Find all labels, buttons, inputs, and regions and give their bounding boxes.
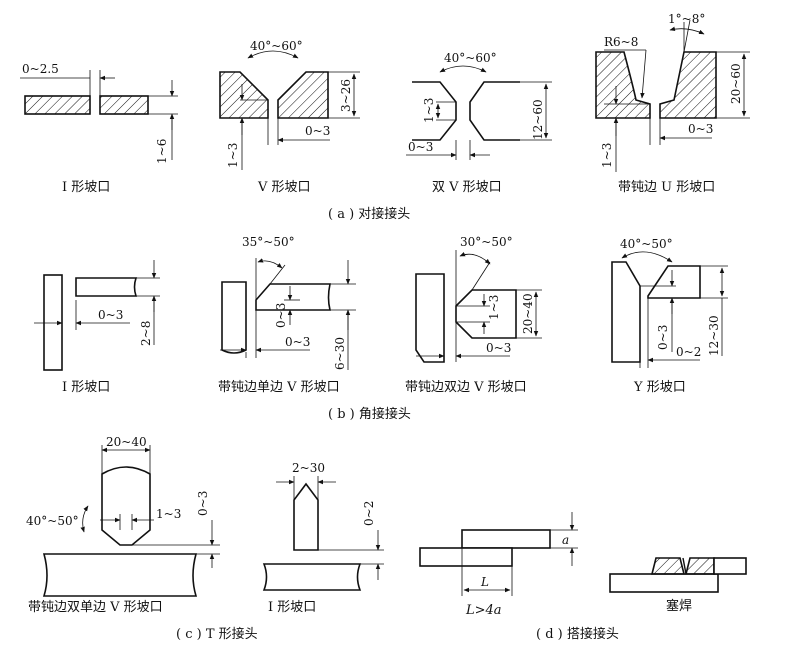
weld-right (684, 557, 715, 575)
dim-angle: 40°~50° (620, 237, 673, 251)
plate-upper-end (713, 557, 747, 575)
dim-angle: 40°~50° (26, 514, 79, 528)
dim-root-face: 1~3 (422, 98, 436, 123)
dim-angle: 30°~50° (460, 235, 513, 249)
corner-y-groove: 40°~50° 0~3 0~2 12~30 Y 形坡口 (611, 237, 728, 395)
dim-gap: 0~3 (408, 140, 433, 154)
dim-thickness: 6~30 (333, 337, 347, 370)
caption: V 形坡口 (257, 180, 311, 195)
dim-width: 20~40 (106, 435, 147, 449)
caption: 带钝边双边 V 形坡口 (405, 380, 527, 395)
dim-gap: 0~3 (305, 124, 330, 138)
dim-angle: 1°~8° (668, 12, 705, 26)
caption: 塞焊 (666, 598, 692, 614)
caption: I 形坡口 (62, 180, 110, 195)
plate-vertical (415, 273, 445, 363)
plate-left (595, 51, 651, 119)
base-plate (42, 553, 198, 597)
caption: Y 形坡口 (633, 380, 686, 395)
plate-right (469, 81, 520, 141)
dim-width: 2~30 (292, 461, 325, 475)
dim-radius: R6~8 (604, 35, 638, 49)
butt-u-groove: R6~8 1°~8° 20~60 1~3 0~3 带钝边 U 形坡口 (595, 12, 750, 195)
dim-gap: 0~3 (98, 308, 123, 322)
dim-root-face: 1~3 (600, 143, 614, 168)
tee-k-groove: 20~40 40°~50° 1~3 0~3 带钝边双单边 V 形坡口 (26, 435, 220, 615)
web-plate (101, 466, 151, 546)
dim-overlap-l: L (480, 575, 489, 589)
plate-left (219, 71, 269, 119)
caption: 带钝边单边 V 形坡口 (218, 380, 340, 395)
corner-single-v: 35°~50° 0~3 0~3 6~30 带钝边单边 V 形坡口 (218, 235, 356, 395)
caption: 带钝边 U 形坡口 (618, 180, 715, 195)
dim-angle: 35°~50° (242, 235, 295, 249)
plate-vertical (43, 274, 63, 371)
plate-right (277, 71, 329, 119)
plate-right (659, 51, 717, 119)
dim-thickness: 12~60 (531, 99, 545, 140)
dim-gap: 0~2 (676, 345, 701, 359)
plate-vertical (611, 261, 641, 363)
plate-horizontal (75, 277, 138, 297)
lap-joint: a L L>4a (419, 512, 578, 618)
butt-x-groove: 40°~60° 1~3 12~60 0~3 双 V 形坡口 (406, 51, 552, 195)
butt-v-groove: 40°~60° 3~26 1~3 0~3 V 形坡口 (219, 39, 360, 195)
dim-gap: 0~3 (196, 491, 210, 516)
dim-thickness: 3~26 (339, 79, 353, 112)
caption: I 形坡口 (268, 600, 316, 615)
plate-lower (419, 547, 513, 567)
dim-thickness-a: a (562, 533, 569, 547)
tee-i-groove: 2~30 0~2 I 形坡口 (262, 461, 384, 615)
plate-left (412, 81, 457, 141)
caption: 双 V 形坡口 (432, 180, 502, 195)
dim-thickness: 20~40 (521, 293, 535, 334)
dim-root-face: 0~3 (656, 325, 670, 350)
section-label-d: ( d ) 搭接接头 (536, 626, 619, 642)
dim-root-face: 1~3 (487, 295, 501, 320)
dim-gap: 0~2 (362, 501, 376, 526)
plate-horizontal (455, 289, 517, 339)
plate-horizontal (255, 283, 332, 311)
plate-upper (461, 529, 551, 549)
web-plate (293, 482, 319, 551)
caption: I 形坡口 (62, 380, 110, 395)
section-label-c: ( c ) T 形接头 (176, 626, 258, 642)
dim-angle: 40°~60° (444, 51, 497, 65)
dim-gap: 0~2.5 (22, 62, 59, 76)
lap-rule: L>4a (465, 603, 502, 618)
dim-thickness: 20~60 (729, 63, 743, 104)
dim-root-face: 0~3 (274, 303, 288, 328)
caption: 带钝边双单边 V 形坡口 (28, 600, 163, 615)
corner-double-v: 30°~50° 1~3 20~40 0~3 带钝边双边 V 形坡口 (405, 235, 542, 395)
base-plate (262, 563, 362, 591)
plug-weld: 塞焊 (609, 557, 747, 614)
butt-i-groove: 0~2.5 1~6 I 形坡口 (20, 62, 178, 195)
dim-thickness: 2~8 (139, 321, 153, 346)
dim-angle: 40°~60° (250, 39, 303, 53)
dim-root-face: 1~3 (156, 507, 181, 521)
plate-right (99, 95, 149, 115)
section-label-a: ( a ) 对接接头 (328, 206, 410, 222)
corner-i-groove: 0~3 2~8 I 形坡口 (34, 260, 160, 395)
plate-horizontal (647, 265, 701, 299)
dim-gap: 0~3 (285, 335, 310, 349)
plate-lower (609, 573, 719, 593)
weld-left (650, 557, 686, 575)
dim-thickness: 1~6 (155, 139, 169, 164)
plate-vertical (221, 281, 247, 354)
section-label-b: ( b ) 角接接头 (328, 406, 411, 422)
dim-thickness: 12~30 (707, 315, 721, 356)
plate-left (24, 95, 91, 115)
dim-root-face: 1~3 (226, 143, 240, 168)
dim-gap: 0~3 (688, 122, 713, 136)
dim-gap: 0~3 (486, 341, 511, 355)
